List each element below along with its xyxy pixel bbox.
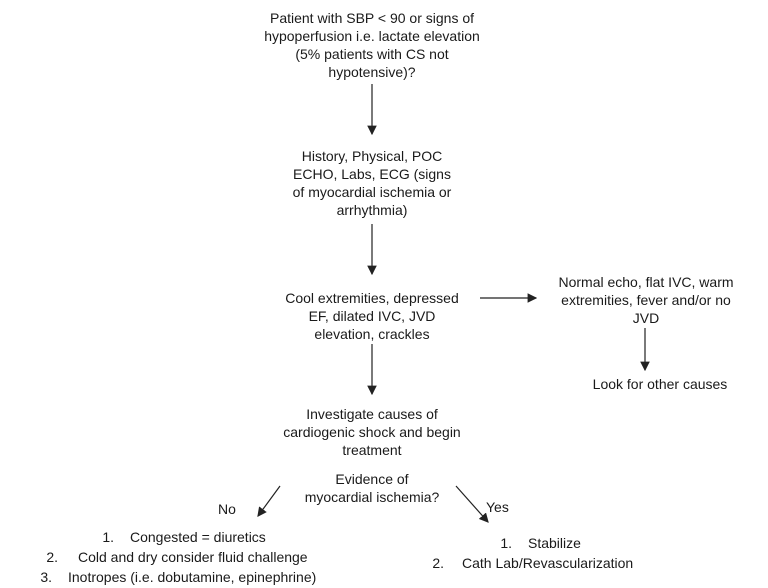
branch-label-no: No (218, 501, 236, 517)
node-cardiac-signs-line: EF, dilated IVC, JVD (308, 308, 436, 324)
node-start-line: hypoperfusion i.e. lactate elevation (264, 28, 480, 44)
list-item-text: Stabilize (528, 535, 581, 551)
node-investigate-line: Investigate causes of (306, 406, 438, 422)
list-item-text: Congested = diuretics (130, 529, 266, 545)
node-other-causes-line: Look for other causes (592, 376, 728, 392)
yes-treatment-list: 1. Stabilize 2. Cath Lab/Revascularizati… (0, 533, 633, 573)
arrow-yes-branch (455, 485, 489, 523)
list-item: 2. Cath Lab/Revascularization (0, 553, 633, 573)
list-item-text: Inotropes (i.e. dobutamine, epinephrine) (68, 569, 317, 585)
node-start-line: (5% patients with CS not (295, 46, 449, 62)
node-ischemia-question-line: Evidence of (335, 471, 409, 487)
branch-label-yes: Yes (486, 499, 509, 515)
node-workup-line: arrhythmia) (336, 202, 408, 218)
list-item: 1. Congested = diuretics (0, 527, 316, 547)
node-ischemia-question: Evidence of myocardial ischemia? (282, 470, 462, 506)
node-start-line: hypotensive)? (328, 64, 416, 80)
node-workup-line: of myocardial ischemia or (292, 184, 452, 200)
node-normal-findings: Normal echo, flat IVC, warm extremities,… (540, 273, 752, 327)
arrow-no-branch (257, 485, 281, 517)
node-cardiac-signs-line: elevation, crackles (314, 326, 430, 342)
node-investigate: Investigate causes of cardiogenic shock … (262, 405, 482, 459)
list-item-number: 3. (40, 569, 52, 585)
node-start: Patient with SBP < 90 or signs of hypope… (222, 9, 522, 81)
list-item-number: 2. (432, 555, 444, 571)
node-investigate-line: treatment (342, 442, 402, 458)
node-normal-findings-line: extremities, fever and/or no (561, 292, 731, 308)
list-item-number: 2. (46, 549, 58, 565)
list-item-number: 1. (102, 529, 114, 545)
node-workup-line: History, Physical, POC (301, 148, 443, 164)
list-item: 3. Inotropes (i.e. dobutamine, epinephri… (0, 567, 316, 587)
node-normal-findings-line: JVD (632, 310, 660, 326)
node-other-causes: Look for other causes (570, 375, 750, 393)
node-normal-findings-line: Normal echo, flat IVC, warm (558, 274, 734, 290)
list-item-text: Cold and dry consider fluid challenge (78, 549, 308, 565)
node-investigate-line: cardiogenic shock and begin (283, 424, 461, 440)
list-item-text: Cath Lab/Revascularization (462, 555, 634, 571)
node-workup: History, Physical, POC ECHO, Labs, ECG (… (252, 147, 492, 219)
no-treatment-list: 1. Congested = diuretics 2. Cold and dry… (0, 527, 316, 587)
node-ischemia-question-line: myocardial ischemia? (304, 489, 440, 505)
list-item: 1. Stabilize (0, 533, 633, 553)
node-cardiac-signs: Cool extremities, depressed EF, dilated … (252, 289, 492, 343)
list-item: 2. Cold and dry consider fluid challenge (0, 547, 316, 567)
list-item-number: 1. (500, 535, 512, 551)
node-start-line: Patient with SBP < 90 or signs of (269, 10, 475, 26)
node-cardiac-signs-line: Cool extremities, depressed (285, 290, 459, 306)
node-workup-line: ECHO, Labs, ECG (signs (293, 166, 451, 182)
